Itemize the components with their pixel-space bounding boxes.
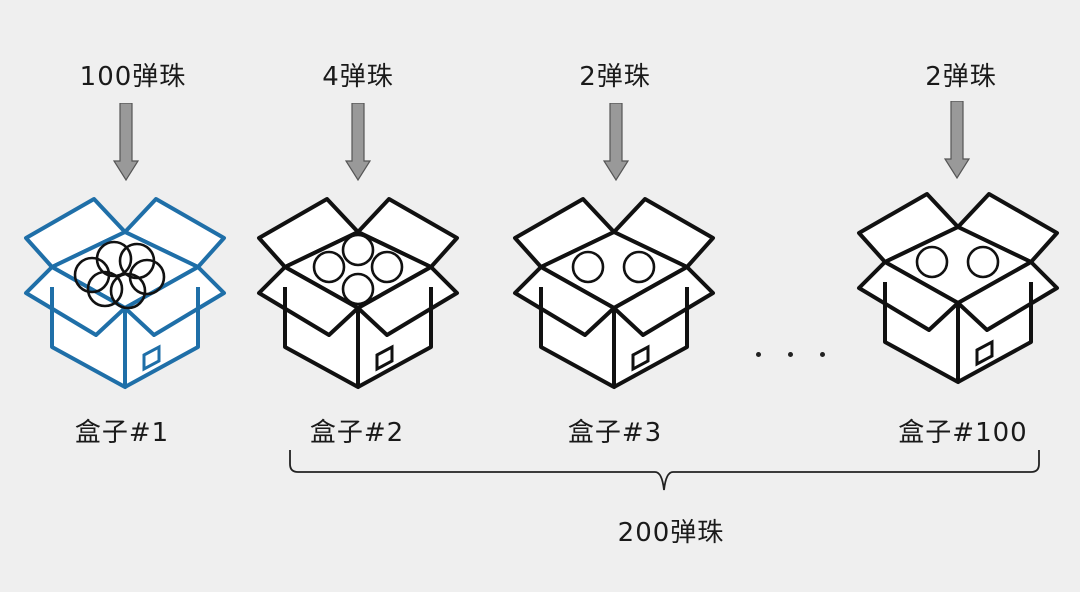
marble [341,233,375,267]
box-2-input-label: 4弹珠 [322,62,394,92]
down-arrow-icon [113,103,139,182]
down-arrow-icon [944,101,970,180]
marble [370,250,404,284]
marble [109,272,147,310]
down-arrow-icon [603,103,629,182]
open-box-2 [257,197,459,389]
marble [622,250,656,284]
total-label: 200弹珠 [617,518,725,548]
box-1-input-label: 100弹珠 [79,62,187,92]
down-arrow-icon [345,103,371,182]
marble [86,270,124,308]
box-3-label: 盒子#3 [567,418,663,448]
marble [915,245,949,279]
box-100-label: 盒子#100 [898,418,1028,448]
ellipsis [756,342,852,361]
marble [341,272,375,306]
box-3-input-label: 2弹珠 [579,62,651,92]
marble [128,258,166,296]
box-1-label: 盒子#1 [74,418,170,448]
open-box-3 [513,197,715,389]
marble [571,250,605,284]
open-box-1 [24,197,226,389]
open-box-100 [857,192,1059,384]
box-2-label: 盒子#2 [309,418,405,448]
marble [312,250,346,284]
marble [966,245,1000,279]
box-100-input-label: 2弹珠 [925,62,997,92]
